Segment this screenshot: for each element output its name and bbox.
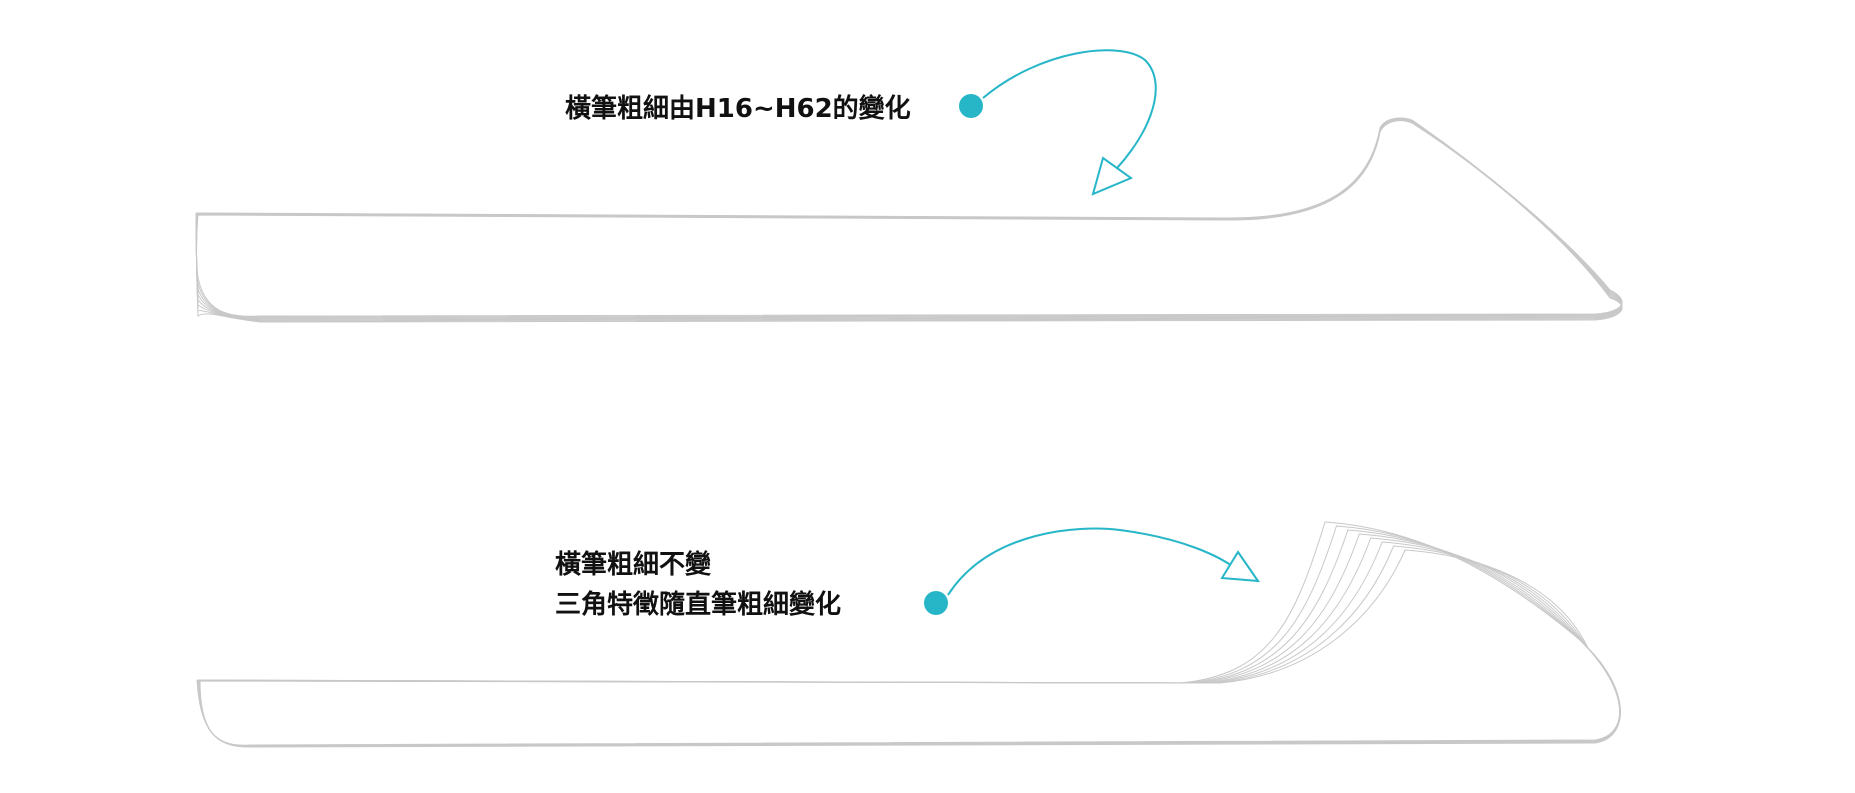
stroke-variant [195,119,1623,322]
annotation-line: 橫筆粗細由H16~H62的變化 [565,94,911,124]
annotation-bottom: 橫筆粗細不變 三角特徵隨直筆粗細變化 [555,545,841,625]
pointer-dot [959,94,983,118]
stroke-variant [199,549,1621,748]
annotation-line: 橫筆粗細不變 [555,550,712,580]
pointer-arrow-top [959,49,1157,196]
stroke-variant [199,545,1621,748]
stroke-variant [195,119,1623,320]
stroke-variant [196,521,1621,746]
stroke-variant [195,119,1623,321]
stroke-variant [196,525,1621,747]
stroke-variant [196,120,1623,323]
arrowhead-icon [1220,550,1261,583]
pointer-curve [982,49,1157,186]
pointer-arrow-bottom [924,527,1261,615]
annotation-line: 三角特徵隨直筆粗細變化 [555,590,842,620]
arrowhead-icon [1091,156,1134,196]
stroke-variant [198,541,1621,747]
triangle-feature-variants [196,521,1621,748]
annotation-top: 橫筆粗細由H16~H62的變化 [565,89,911,129]
stroke-variant [197,533,1621,747]
pointer-dot [924,591,948,615]
stroke-variant [198,537,1621,747]
horizontal-stroke-weight-variants [195,117,1623,323]
pointer-curve [947,527,1241,596]
stroke-variant [197,529,1621,747]
